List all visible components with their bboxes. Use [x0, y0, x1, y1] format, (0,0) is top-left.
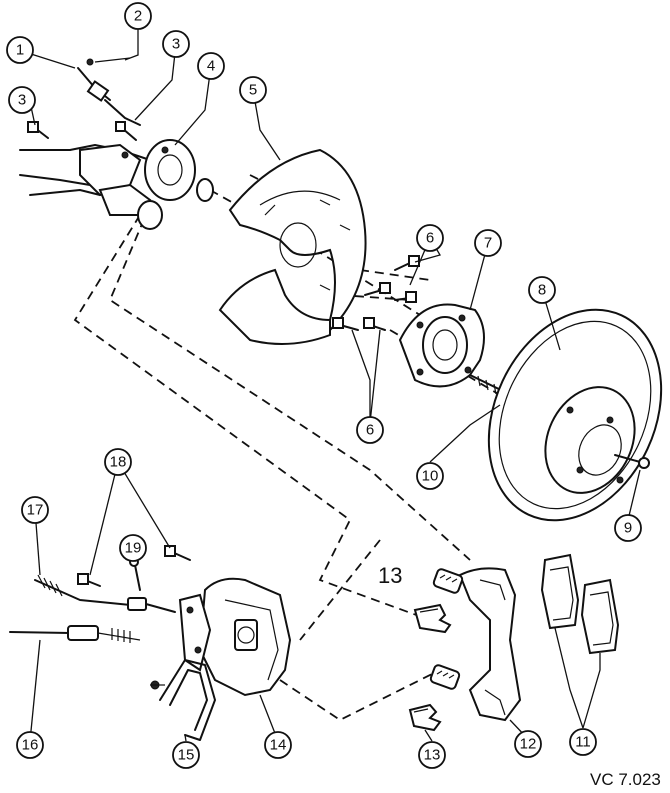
callout-16: 16	[16, 731, 44, 759]
svg-text:15: 15	[178, 747, 195, 764]
svg-text:3: 3	[18, 92, 26, 109]
adjuster-rod	[34, 574, 176, 613]
callout-6a: 6	[416, 224, 444, 252]
svg-text:12: 12	[520, 736, 537, 753]
wheel-hub	[398, 303, 485, 388]
dust-shield	[218, 148, 367, 345]
svg-text:14: 14	[270, 737, 287, 754]
callout-3a: 3	[162, 30, 190, 58]
svg-text:7: 7	[484, 235, 492, 252]
callout-14: 14	[264, 731, 292, 759]
callout-8: 8	[528, 276, 556, 304]
svg-text:4: 4	[207, 58, 215, 75]
svg-text:10: 10	[422, 468, 439, 485]
callout-11: 11	[569, 728, 597, 756]
callout-6b: 6	[356, 416, 384, 444]
callout-2: 2	[124, 2, 152, 30]
callout-1: 1	[6, 36, 34, 64]
svg-text:9: 9	[624, 520, 632, 537]
svg-text:1: 1	[16, 42, 24, 59]
svg-text:17: 17	[27, 502, 44, 519]
svg-text:3: 3	[172, 36, 180, 53]
brake-disc	[487, 308, 663, 522]
label-13-plain: 13	[378, 563, 402, 588]
callout-4: 4	[197, 52, 225, 80]
steering-knuckle	[19, 139, 214, 230]
bolts-upper-left	[27, 121, 137, 141]
svg-text:19: 19	[125, 540, 142, 557]
svg-text:6: 6	[366, 422, 374, 439]
hub-bolts	[332, 255, 420, 331]
brake-pads	[540, 553, 620, 655]
callout-3b: 3	[8, 86, 36, 114]
callout-19: 19	[119, 534, 147, 562]
svg-text:2: 2	[134, 8, 142, 25]
callout-18: 18	[104, 448, 132, 476]
handbrake-cable	[9, 625, 141, 643]
callout-9: 9	[614, 514, 642, 542]
pad-clips	[408, 603, 452, 732]
brake-caliper	[178, 577, 292, 697]
callout-17: 17	[21, 496, 49, 524]
callout-10: 10	[416, 462, 444, 490]
callout-12: 12	[514, 730, 542, 758]
callouts: 1 2 3 3 4 5 6 6 7 8 9 10 11 12 13 14 15 …	[6, 2, 642, 769]
svg-text:8: 8	[538, 282, 546, 299]
svg-text:5: 5	[249, 82, 257, 99]
svg-text:11: 11	[575, 734, 591, 751]
svg-text:13: 13	[424, 747, 441, 764]
caliper-carrier	[429, 567, 522, 722]
svg-text:18: 18	[110, 454, 127, 471]
svg-text:6: 6	[426, 230, 434, 247]
svg-text:16: 16	[22, 737, 39, 754]
callout-13b: 13	[418, 741, 446, 769]
callout-15: 15	[172, 741, 200, 769]
handbrake-lever	[150, 659, 216, 741]
figure-code: VC 7.023	[590, 770, 661, 789]
abs-sensor	[77, 57, 141, 126]
callout-7: 7	[474, 229, 502, 257]
callout-5: 5	[239, 76, 267, 104]
